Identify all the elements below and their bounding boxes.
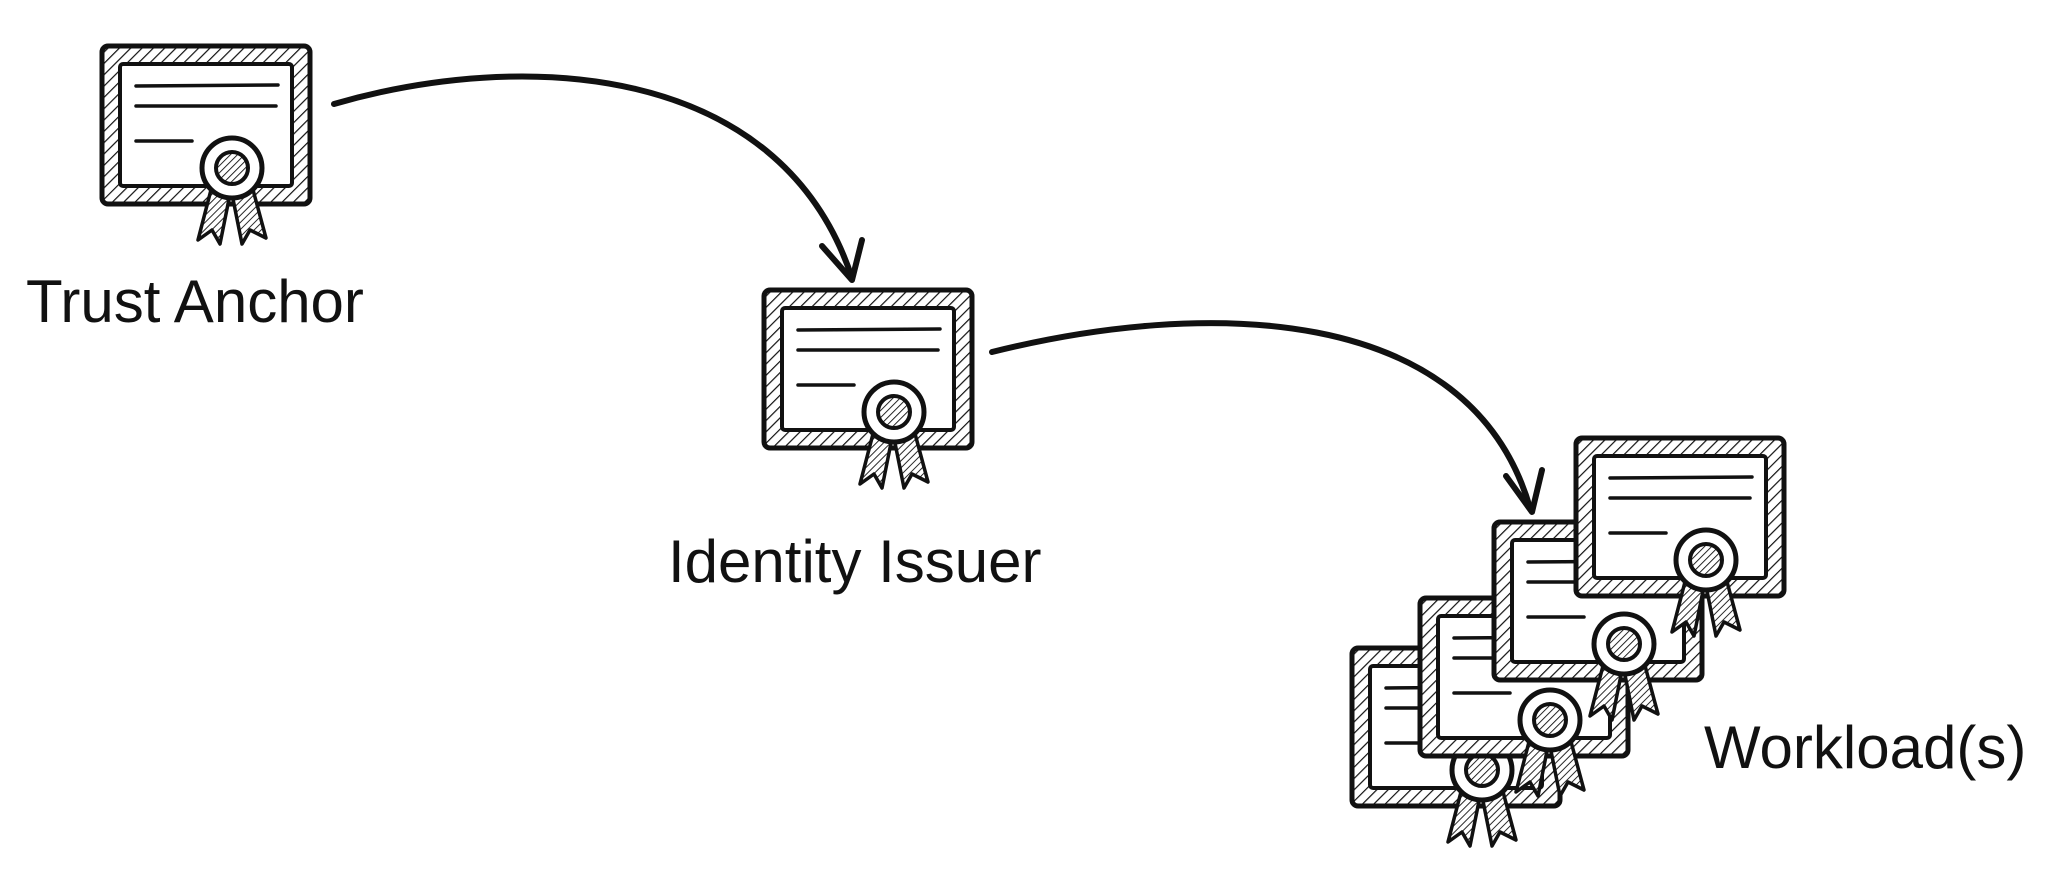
trust-anchor-label: Trust Anchor [26, 268, 364, 335]
identity-issuer-certificate-icon [764, 290, 972, 488]
curved-arrow-line [989, 320, 1533, 511]
workload-certificates-stack [1352, 438, 1784, 846]
curved-arrow-line [331, 73, 855, 281]
arrowhead-icon [1503, 467, 1545, 515]
identity-issuer-label: Identity Issuer [668, 528, 1042, 595]
edge-trust-anchor-to-identity-issuer [331, 73, 865, 283]
edge-identity-issuer-to-workloads [989, 320, 1545, 515]
trust-anchor-certificate-icon [102, 46, 310, 244]
workloads-label: Workload(s) [1704, 714, 2026, 781]
arrowhead-icon [819, 237, 865, 283]
